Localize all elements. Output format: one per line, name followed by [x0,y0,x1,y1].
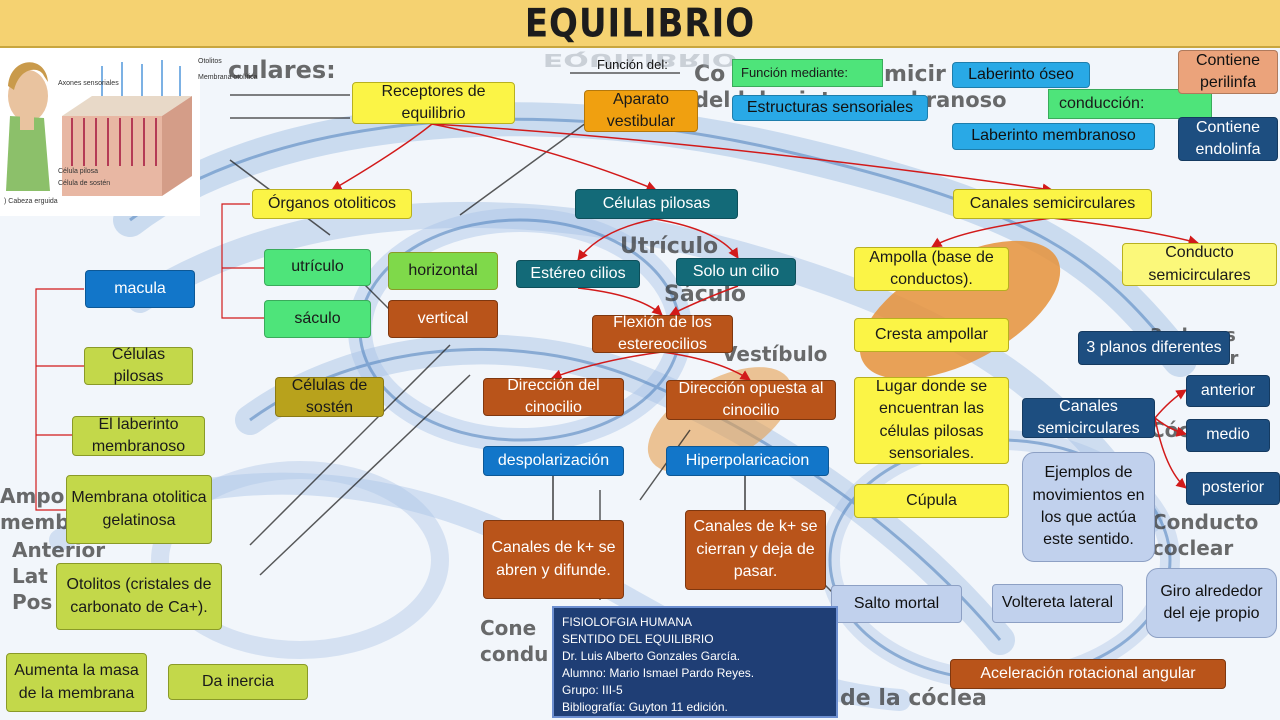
node-canales-semicirculares-right: Canales semicirculares [1022,398,1155,438]
illustration-label: Otolitos [198,58,222,65]
node-contiene-endolinfa: Contiene endolinfa [1178,117,1278,161]
node-da-inercia: Da inercia [168,664,308,700]
credits-course: FISIOLOFGIA HUMANA [562,615,693,629]
illustration-label: ) Cabeza erguida [4,198,58,205]
bg-label: Cone [480,616,537,640]
node-celulas-pilosas: Células pilosas [575,189,738,219]
node-vertical: vertical [388,300,498,338]
bg-label: Ampo [0,484,65,508]
otolith-illustration: Otolitos Axones sensoriales Célula pilos… [0,46,222,216]
illustration-label: Célula pilosa [58,168,99,175]
node-giro: Giro alrededor del eje propio [1146,568,1277,638]
bg-label: memb [0,510,70,534]
node-laberinto-membranoso-top: Laberinto membranoso [952,123,1155,150]
bg-label: Lat [12,564,48,588]
node-canales-k-abren: Canales de k+ se abren y difunde. [483,520,624,599]
page-title: EQUILIBRIO [524,1,756,47]
illustration-label: Membrana otolítica [198,74,258,81]
node-tres-planos: 3 planos diferentes [1078,331,1230,365]
node-celulas-sosten: Células de sostén [275,377,384,417]
node-hiperpolarizacion: Hiperpolaricacion [666,446,829,476]
node-horizontal: horizontal [388,252,498,290]
illustration-label: Célula de sostén [58,180,111,187]
bg-label: de la cóclea [840,686,987,711]
head-and-macula-icon [6,60,192,196]
funcion-del-label: Función del: [597,57,668,72]
node-despolarizacion: despolarización [483,446,624,476]
node-anterior: anterior [1186,375,1270,407]
bg-label: condu [480,642,549,666]
node-aparato-vestibular: Aparato vestibular [584,90,698,132]
bg-label: Conducto [1152,510,1259,534]
credits-teacher: Dr. Luis Alberto Gonzales García. [562,649,741,663]
node-lugar-celulas: Lugar donde se encuentran las células pi… [854,377,1009,464]
node-contiene-perilinfa: Contiene perilinfa [1178,50,1278,94]
node-saculo: sáculo [264,300,371,338]
node-celulas-pilosas-left: Células pilosas [84,346,193,385]
node-laberinto-membranoso-left: El laberinto membranoso [72,416,205,456]
credits-panel: FISIOLOFGIA HUMANA SENTIDO DEL EQUILIBRI… [552,606,838,718]
bg-label: coclear [1152,536,1234,560]
node-canales-k-cierran: Canales de k+ se cierran y deja de pasar… [685,510,826,590]
node-ejemplos: Ejemplos de movimientos en los que actúa… [1022,452,1155,562]
node-direccion-cinocilio: Dirección del cinocilio [483,377,624,416]
node-membrana-otolitica: Membrana otolitica gelatinosa [66,475,212,544]
node-voltereta-lateral: Voltereta lateral [992,584,1123,623]
node-utriculo: utrículo [264,249,371,286]
node-laberinto-oseo: Laberinto óseo [952,62,1090,88]
node-flexion-estereocilios: Flexión de los estereocilios [592,314,733,353]
node-organos-otoliticos: Órganos otoliticos [252,189,412,219]
node-estructuras-sensoriales: Estructuras sensoriales [732,95,928,121]
node-aumenta-masa: Aumenta la masa de la membrana [6,653,147,712]
bg-label: Utrículo [620,234,719,259]
bg-label: Cóc [1150,418,1191,442]
bg-label: Vestíbulo [722,342,828,366]
bg-label: Pos [12,590,53,614]
credits-group: Grupo: III-5 [562,683,623,697]
credits-topic: SENTIDO DEL EQUILIBRIO [562,632,714,646]
illustration-label: Axones sensoriales [58,80,119,87]
node-salto-mortal: Salto mortal [831,585,962,623]
node-canales-semicirculares: Canales semicirculares [953,189,1152,219]
node-direccion-opuesta: Dirección opuesta al cinocilio [666,380,836,420]
bg-label: micir [884,62,946,87]
node-otolitos: Otolitos (cristales de carbonato de Ca+)… [56,563,222,630]
bg-label: culares: [228,56,336,84]
node-conducto-semicirculares: Conducto semicirculares [1122,243,1277,286]
node-ampolla: Ampolla (base de conductos). [854,247,1009,291]
node-estereo-cilios: Estéreo cilios [516,260,640,288]
node-cupula: Cúpula [854,484,1009,518]
node-receptores-equilibrio: Receptores de equilibrio [352,82,515,124]
node-solo-un-cilio: Solo un cilio [676,258,796,286]
node-aceleracion-rotacional: Aceleración rotacional angular [950,659,1226,689]
node-macula: macula [85,270,195,308]
node-posterior: posterior [1186,472,1280,505]
conduccion-label: conducción: [1048,89,1212,119]
credits-student: Alumno: Mario Ismael Pardo Reyes. [562,666,755,680]
title-bar [0,0,1280,48]
node-medio: medio [1186,419,1270,452]
bg-label: Co [694,62,726,87]
credits-bibliography: Bibliografía: Guyton 11 edición. [562,700,728,714]
funcion-mediante-label: Función mediante: [732,59,883,87]
node-cresta-ampollar: Cresta ampollar [854,318,1009,352]
